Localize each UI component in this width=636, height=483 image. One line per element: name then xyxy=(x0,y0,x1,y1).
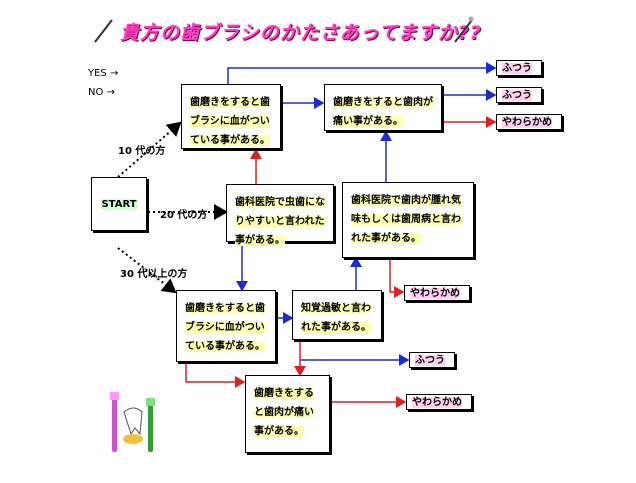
result-soft-2: やわらかめ xyxy=(404,285,470,301)
page-title: 貴方の歯ブラシのかたさあってますか?? xyxy=(120,22,482,44)
result-normal-1: ふつう xyxy=(496,60,542,76)
pen-icon-left xyxy=(94,19,113,43)
box-teens-blood: 歯磨きをすると歯ブラシに血がついている事がある。 xyxy=(181,84,281,149)
box-thirties-blood: 歯磨きをすると歯ブラシに血がついている事がある。 xyxy=(176,290,276,362)
start-node: START xyxy=(91,177,147,231)
box-twenties-cavity: 歯科医院で虫歯になりやすいと言われた事がある。 xyxy=(226,184,334,246)
result-soft-3: やわらかめ xyxy=(406,394,472,410)
box-gum-disease: 歯科医院で歯肉が腫れ気味もしくは歯周病と言われた事がある。 xyxy=(342,182,474,258)
label-teens: 10 代の方 xyxy=(118,146,166,157)
result-normal-3: ふつう xyxy=(409,352,455,368)
legend-yes: YES → xyxy=(88,68,119,79)
pen-tip-icon xyxy=(468,16,474,22)
label-thirties: 30 代以上の方 xyxy=(120,269,188,280)
arrow-teens xyxy=(117,121,182,178)
result-soft-1: やわらかめ xyxy=(496,114,562,130)
box-sensitive: 知覚過敏と言われた事がある。 xyxy=(292,290,382,340)
legend-no: NO → xyxy=(88,87,115,98)
toothbrush-illustration-icon xyxy=(110,392,155,452)
arrow-thirties xyxy=(117,247,177,294)
box-gum-pain-bottom: 歯磨きをすると歯肉が痛い事がある。 xyxy=(245,375,330,453)
result-normal-2: ふつう xyxy=(496,87,542,103)
box-gum-pain-top: 歯磨きをすると歯肉が痛い事がある。 xyxy=(324,84,442,131)
pen-icon-right xyxy=(454,19,473,43)
label-twenties: 20 代の方 xyxy=(160,210,208,221)
